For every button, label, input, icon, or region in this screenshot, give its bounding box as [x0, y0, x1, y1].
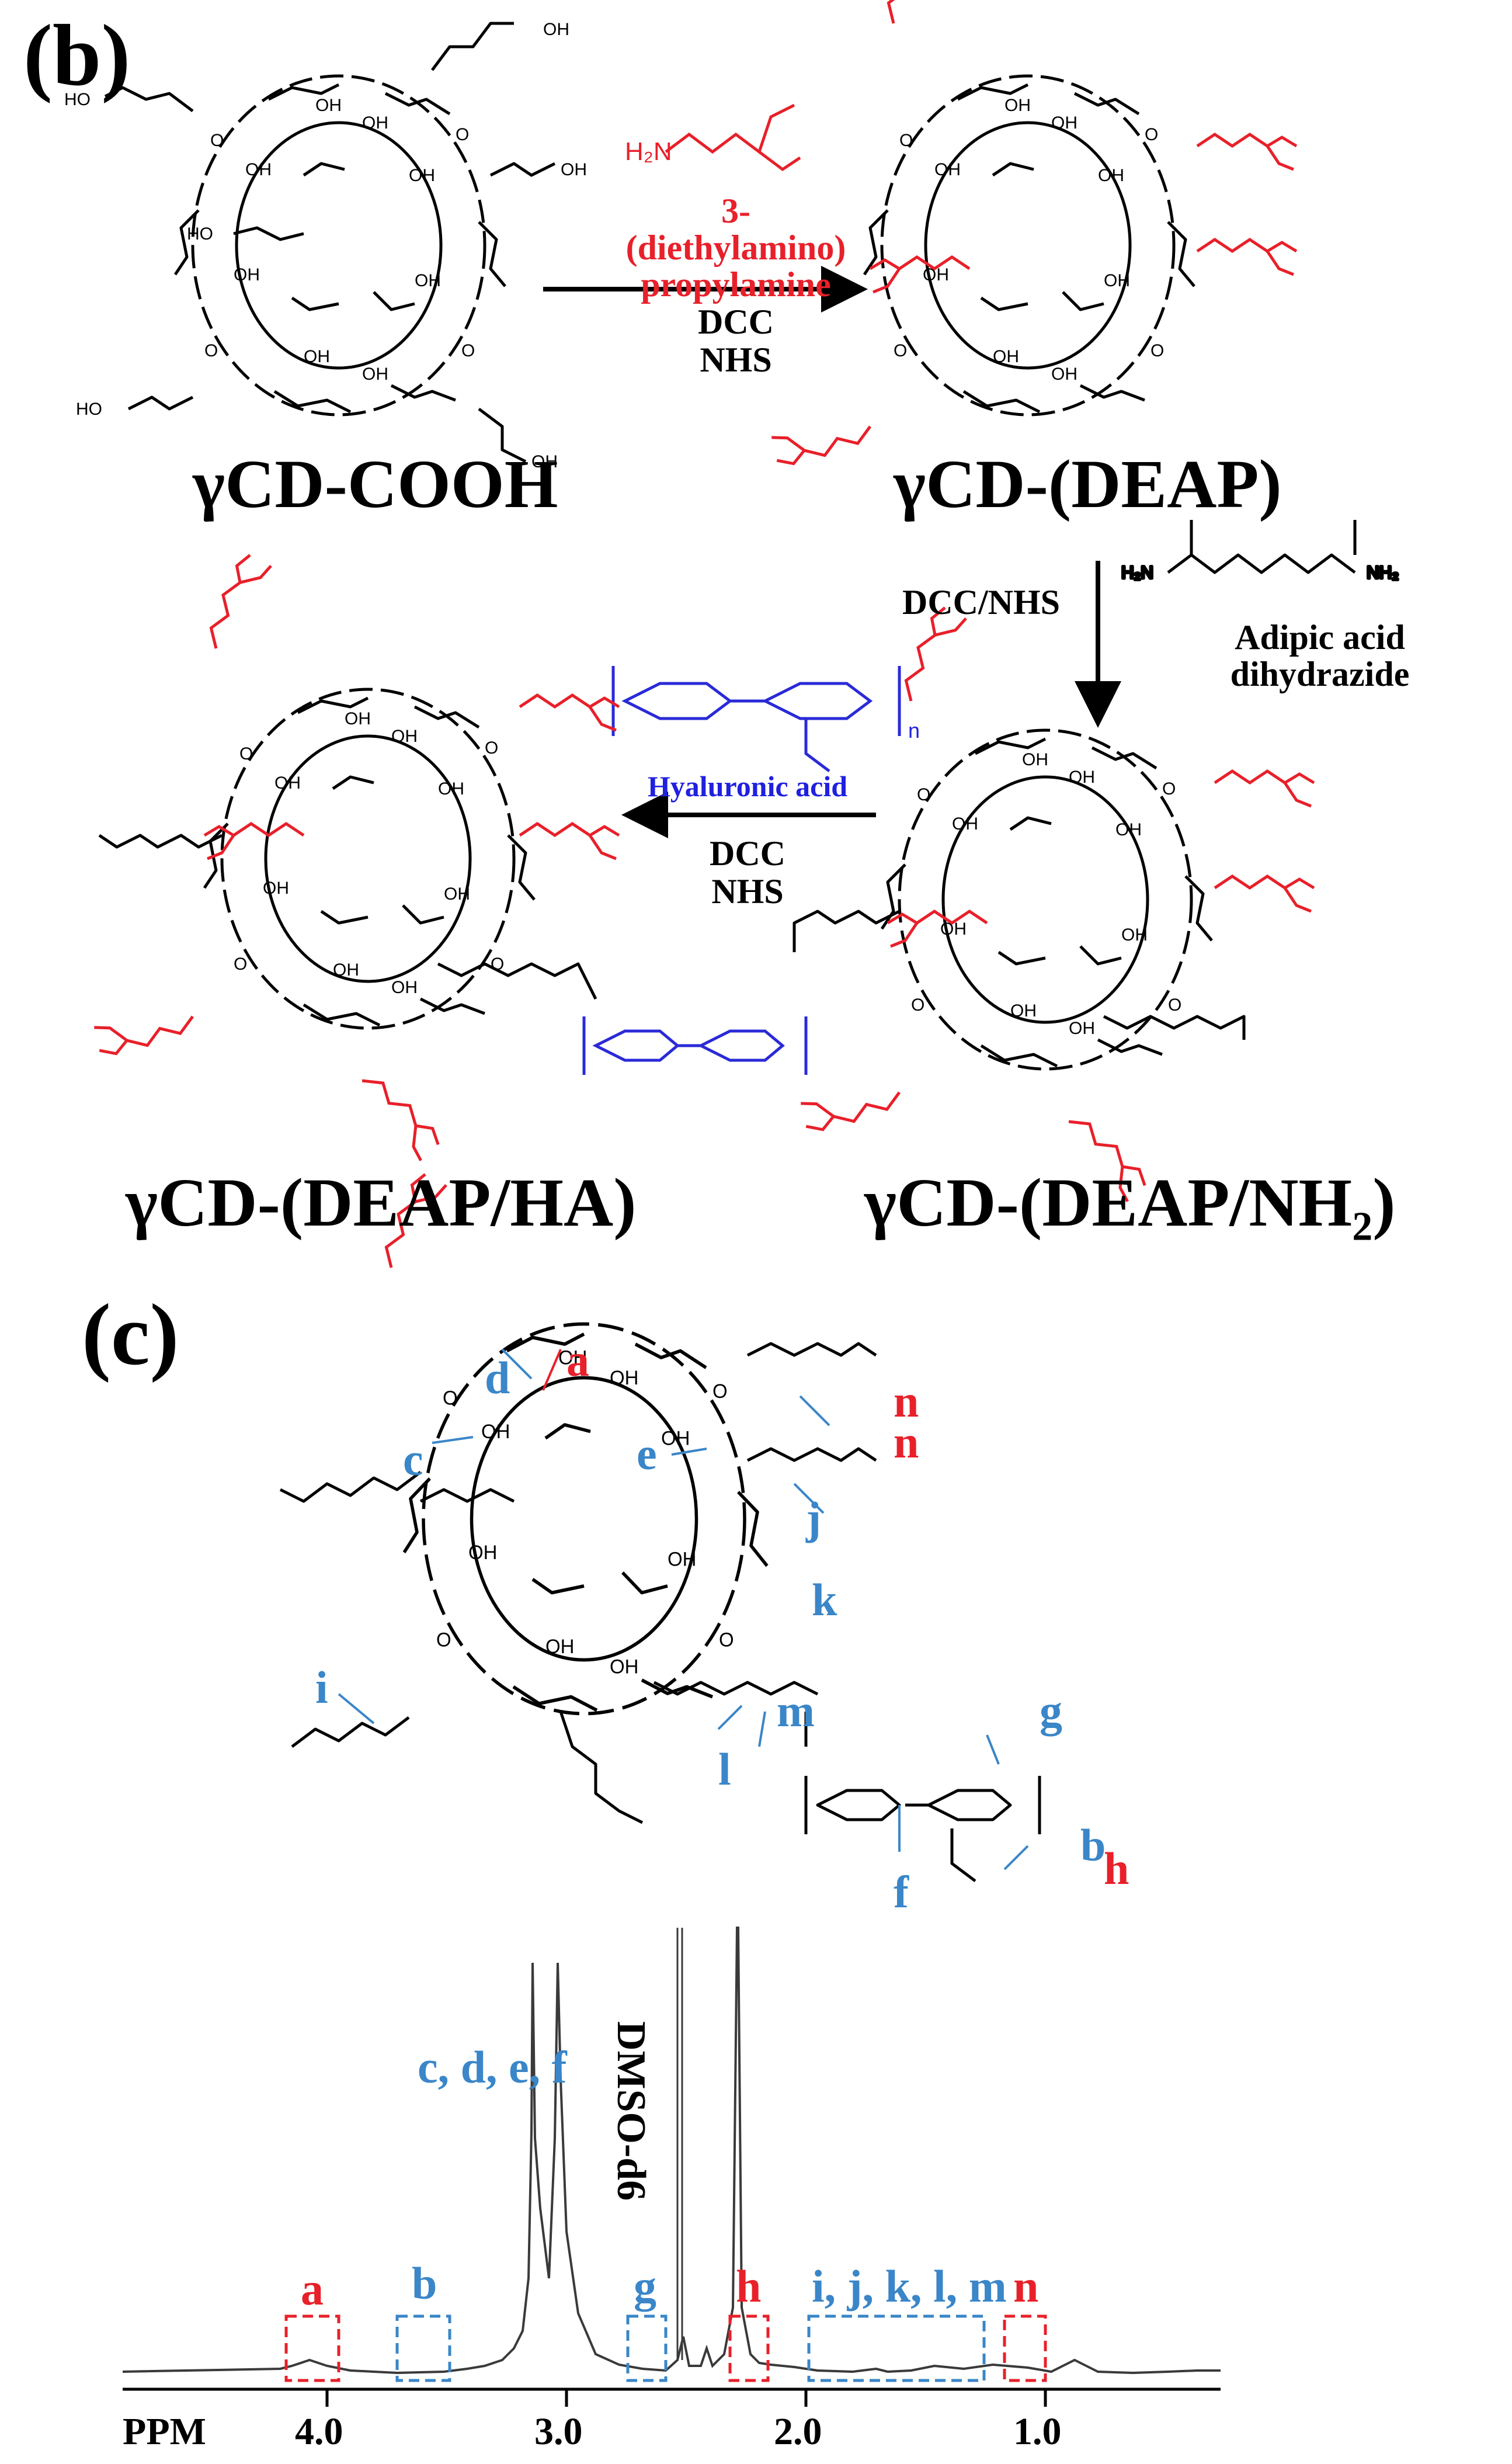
label-e: e: [637, 1428, 657, 1479]
labelled-structure: [279, 1170, 1041, 1882]
cd-deap-nh2-structure: [793, 603, 1314, 1203]
peak-label-ijklm: i, j, k, l, m: [812, 2261, 1007, 2312]
step2-reagent-name: Adipic acid dihydrazide: [1230, 618, 1410, 693]
step2-conditions: DCC/NHS: [902, 583, 1061, 622]
svg-text:OH: OH: [531, 452, 558, 471]
label-h: h: [1104, 1843, 1129, 1894]
label-d: d: [485, 1352, 510, 1403]
peak-label-b: b: [412, 2258, 437, 2309]
step1-condition-dcc: DCC: [698, 303, 774, 341]
label-f: f: [894, 1866, 909, 1917]
axis-tick-1: 1.0: [1013, 2410, 1062, 2453]
label-b: b: [1080, 1820, 1106, 1870]
label-k: k: [812, 1574, 837, 1625]
svg-text:OH: OH: [561, 160, 587, 179]
step3-condition-nhs: NHS: [711, 872, 784, 911]
panel-c-letter: (c): [82, 1286, 179, 1383]
label-j: j: [806, 1493, 821, 1543]
step3-condition-dcc: DCC: [710, 834, 785, 873]
label-c: c: [403, 1434, 423, 1485]
mol-title-cd-deap-ha: γCD-(DEAP/HA): [126, 1164, 637, 1241]
cd-deap-ha-structure: [92, 551, 808, 1162]
mol-title-cd-deap-nh2: γCD-(DEAP/NH2): [864, 1164, 1396, 1250]
svg-text:H₂N: H₂N: [1121, 563, 1153, 582]
label-g: g: [1040, 1685, 1062, 1736]
step3-reagent-name: Hyaluronic acid: [647, 770, 848, 803]
cd-deap-structure: [769, 0, 1297, 471]
mol-title-cd-cooh: γCD-COOH: [193, 446, 558, 522]
svg-text:NH₂: NH₂: [1367, 563, 1399, 582]
label-a: a: [566, 1335, 589, 1386]
peak-label-cdef: c, d, e, f: [418, 2042, 567, 2092]
label-i: i: [315, 1662, 328, 1713]
mol-title-cd-deap: γCD-(DEAP): [894, 446, 1282, 522]
peak-label-h: h: [736, 2261, 762, 2312]
label-n-1: n: [894, 1376, 919, 1427]
axis-tick-3: 3.0: [534, 2410, 583, 2453]
svg-text:HO: HO: [76, 400, 102, 419]
axis-unit-label: PPM: [123, 2410, 206, 2453]
label-l: l: [718, 1744, 731, 1795]
ha-repeat-n: n: [908, 719, 920, 742]
panel-b-letter: (b): [23, 7, 131, 104]
svg-text:OH: OH: [543, 20, 569, 39]
solvent-label: DMSO-d6: [609, 2021, 654, 2201]
axis-tick-2: 2.0: [774, 2410, 822, 2453]
peak-label-a: a: [301, 2264, 324, 2314]
label-n-2: n: [894, 1417, 919, 1467]
nmr-spectrum: [122, 1927, 1221, 2407]
step1-condition-nhs: NHS: [700, 341, 772, 379]
label-m: m: [777, 1685, 815, 1736]
svg-text:HO: HO: [64, 90, 91, 109]
peak-label-g: g: [634, 2261, 656, 2312]
axis-tick-4: 4.0: [295, 2410, 343, 2453]
peak-label-n: n: [1013, 2261, 1039, 2312]
cd-cooh-structure: HO OH OH HO HO OH: [64, 20, 587, 471]
svg-text:HO: HO: [187, 224, 213, 244]
step1-reagent-name: 3-(diethylamino) propylamine: [625, 192, 846, 304]
step1-formula: H₂N: [625, 137, 672, 166]
